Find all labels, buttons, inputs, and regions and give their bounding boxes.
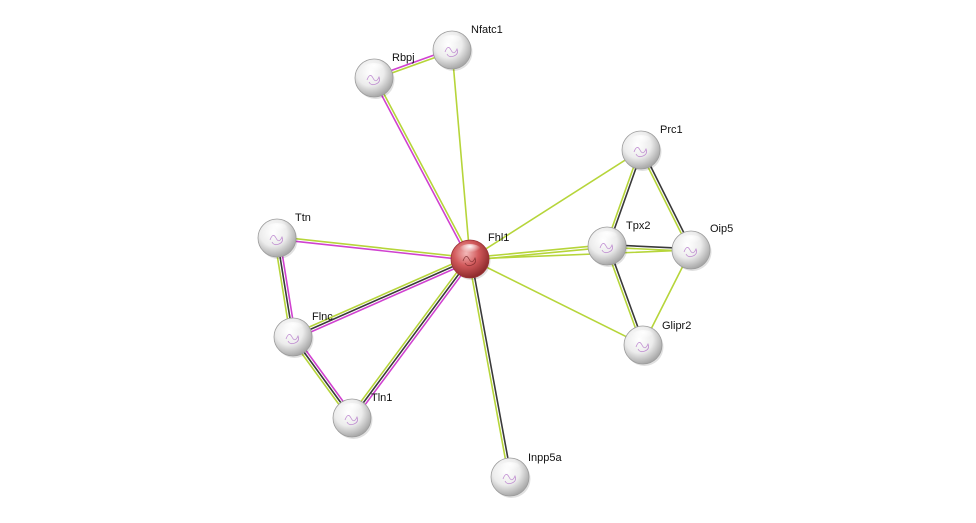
structure-thumbnail-icon [635, 342, 649, 353]
structure-thumbnail-icon [599, 243, 613, 254]
node-label-nfatc1: Nfatc1 [471, 24, 503, 36]
node-rbpj[interactable]: Rbpj [354, 52, 415, 99]
edge-fhl1-ttn [276, 235, 471, 262]
node-ttn[interactable]: Ttn [257, 212, 311, 259]
edge-strand-yellowgreen [276, 235, 471, 259]
edge-strand-yellowgreen [469, 149, 642, 260]
edge-strand-magenta [372, 77, 470, 261]
node-label-rbpj: Rbpj [392, 52, 415, 64]
edge-strand-dark [351, 258, 471, 419]
edge-fhl1-oip5 [469, 249, 692, 260]
node-label-prc1: Prc1 [660, 124, 683, 136]
node-flnc[interactable]: Flnc [273, 311, 333, 358]
edge-strand-magenta [276, 238, 471, 262]
node-prc1[interactable]: Prc1 [621, 124, 683, 171]
node-glipr2[interactable]: Glipr2 [623, 320, 691, 366]
structure-thumbnail-icon [344, 415, 358, 426]
node-highlight [632, 330, 654, 342]
node-label-inpp5a: Inpp5a [528, 452, 563, 464]
structure-thumbnail-icon [633, 147, 647, 158]
edge-strand-yellowgreen [469, 249, 692, 260]
edge-strand-dark [470, 257, 513, 478]
edge-strand-yellowgreen [469, 258, 644, 346]
structure-thumbnail-icon [462, 256, 476, 267]
node-highlight [441, 35, 463, 47]
node-highlight [282, 322, 304, 334]
node-label-tpx2: Tpx2 [626, 220, 650, 232]
node-nfatc1[interactable]: Nfatc1 [432, 24, 503, 71]
node-highlight [680, 235, 702, 247]
edge-fhl1-rbpj [372, 76, 472, 261]
node-inpp5a[interactable]: Inpp5a [490, 452, 563, 498]
node-highlight [266, 223, 288, 235]
node-label-ttn: Ttn [295, 212, 311, 224]
edge-strand-magenta [353, 259, 473, 421]
node-oip5[interactable]: Oip5 [671, 223, 733, 271]
node-highlight [630, 135, 652, 147]
node-highlight [499, 462, 521, 474]
edge-strand-yellowgreen [467, 258, 510, 479]
node-highlight [596, 231, 618, 243]
structure-thumbnail-icon [269, 235, 283, 246]
edge-fhl1-tln1 [349, 256, 473, 421]
node-label-fhl1: Fhl1 [488, 232, 509, 244]
edge-strand-yellowgreen [349, 256, 469, 418]
edge-strand-yellowgreen [291, 255, 470, 336]
structure-thumbnail-icon [683, 247, 697, 258]
edge-fhl1-prc1 [469, 149, 642, 260]
node-fhl1[interactable]: Fhl1 [450, 232, 509, 280]
node-label-tln1: Tln1 [371, 392, 392, 404]
structure-thumbnail-icon [366, 75, 380, 86]
structure-thumbnail-icon [444, 47, 458, 58]
edge-strand-yellowgreen [469, 243, 608, 259]
structure-thumbnail-icon [502, 474, 516, 485]
edge-fhl1-inpp5a [467, 257, 513, 479]
edge-strand-yellowgreen [451, 49, 471, 260]
edge-fhl1-nfatc1 [451, 49, 471, 260]
node-highlight [363, 63, 385, 75]
node-tln1[interactable]: Tln1 [332, 392, 392, 439]
edge-strand-dark [292, 258, 471, 338]
node-tpx2[interactable]: Tpx2 [587, 220, 650, 267]
edge-fhl1-glipr2 [469, 258, 644, 346]
node-label-glipr2: Glipr2 [662, 320, 691, 332]
node-highlight [459, 244, 481, 256]
structure-thumbnail-icon [285, 334, 299, 345]
edge-strand-magenta [293, 260, 472, 341]
node-label-oip5: Oip5 [710, 223, 733, 235]
edge-strand-yellowgreen [374, 76, 472, 260]
edge-fhl1-flnc [291, 255, 472, 341]
node-label-flnc: Flnc [312, 311, 333, 323]
node-highlight [341, 403, 363, 415]
